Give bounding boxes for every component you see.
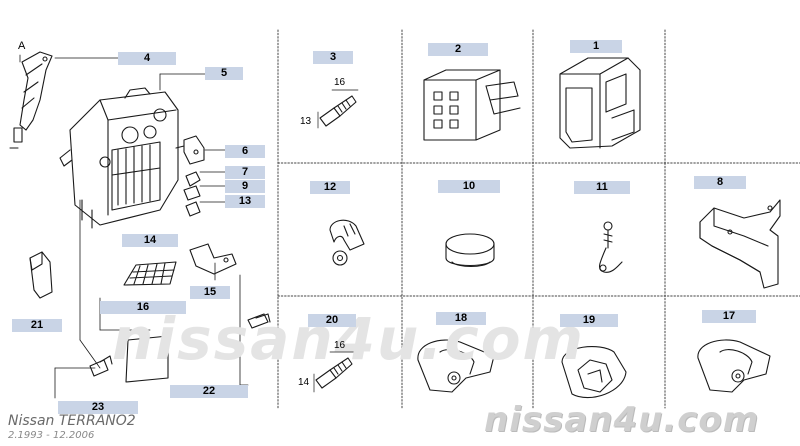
callout-8[interactable]: 8 [694,176,746,189]
part-4-bracket-drawing [9,51,53,149]
watermark-bottom: nissan4u.com [484,400,760,440]
callout-10[interactable]: 10 [438,180,500,193]
part-11-ground-wire-drawing [598,221,623,273]
callout-17[interactable]: 17 [702,310,756,323]
callout-1[interactable]: 1 [570,40,622,53]
part-16-cover-drawing [125,335,169,383]
dimension-3-length: 16 [334,77,346,88]
dimension-3-diameter: 13 [300,116,312,127]
part-10-plug-drawing [445,233,495,268]
callout-5[interactable]: 5 [205,67,243,80]
callout-7[interactable]: 7 [225,166,265,179]
callout-12[interactable]: 12 [310,181,350,194]
callout-16[interactable]: 16 [100,301,186,314]
callout-20[interactable]: 20 [308,314,356,327]
vehicle-model-name: Nissan TERRANO2 [8,413,136,429]
part-20-bolt-drawing [313,351,357,393]
callout-14[interactable]: 14 [122,234,178,247]
callout-11[interactable]: 11 [574,181,630,194]
callout-19[interactable]: 19 [560,314,618,327]
part-1-connector-drawing [559,57,641,149]
part-18-clip-drawing [417,339,495,393]
callout-13[interactable]: 13 [225,195,265,208]
part-8-bracket-drawing [699,199,781,289]
dimension-20-diameter: 14 [298,377,310,388]
part-14-relay-drawing [123,261,177,286]
part-13-clip-drawing [185,201,201,217]
vehicle-production-range: 2.1993 - 12.2006 [8,430,95,441]
view-label-a: A [18,40,26,52]
callout-15[interactable]: 15 [190,286,230,299]
callout-9[interactable]: 9 [225,180,265,193]
grid-lines [277,29,800,409]
leader-lines [19,54,249,399]
part-23-screw-drawing [89,355,113,377]
callout-6[interactable]: 6 [225,145,265,158]
part-5-junction-block-drawing [59,87,179,229]
part-6-bracket-drawing [175,135,205,165]
part-17-clip-drawing [697,339,771,393]
callout-21[interactable]: 21 [12,319,62,332]
part-9-clip-drawing [183,185,201,201]
part-3-bolt-drawing [317,89,359,129]
callout-18[interactable]: 18 [436,312,486,325]
callout-23[interactable]: 23 [58,401,138,414]
callout-2[interactable]: 2 [428,43,488,56]
part-12-clamp-drawing [329,219,365,266]
dimension-20-length: 16 [334,340,346,351]
callout-3[interactable]: 3 [313,51,353,64]
part-7-clip-drawing [185,171,201,187]
callout-22[interactable]: 22 [170,385,248,398]
part-2-connector-drawing [423,69,521,141]
callout-4[interactable]: 4 [118,52,176,65]
part-21-connector-drawing [29,251,53,299]
part-15-bracket-drawing [189,243,237,275]
part-19-grommet-drawing [561,346,627,399]
part-22-screw-drawing [247,313,271,329]
